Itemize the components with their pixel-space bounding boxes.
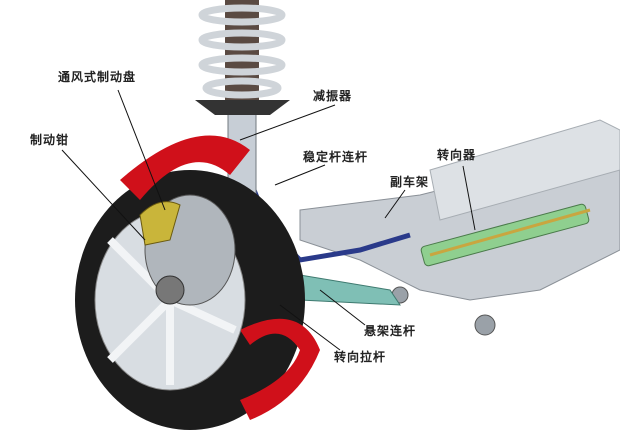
label-shock-absorber: 减振器 bbox=[313, 89, 353, 103]
label-brake-disc: 通风式制动盘 bbox=[58, 70, 137, 84]
wheel-cutaway bbox=[75, 135, 320, 430]
brake-caliper bbox=[139, 201, 181, 246]
label-subframe: 副车架 bbox=[390, 175, 430, 189]
label-caliper: 制动钳 bbox=[30, 133, 70, 147]
label-suspension-link: 悬架连杆 bbox=[364, 324, 417, 338]
leader-lines bbox=[61, 89, 476, 351]
label-stabilizer-link: 稳定杆连杆 bbox=[303, 150, 369, 164]
label-tie-rod: 转向拉杆 bbox=[334, 350, 387, 364]
steering-gear bbox=[420, 203, 591, 267]
label-steering-gear: 转向器 bbox=[437, 148, 477, 162]
